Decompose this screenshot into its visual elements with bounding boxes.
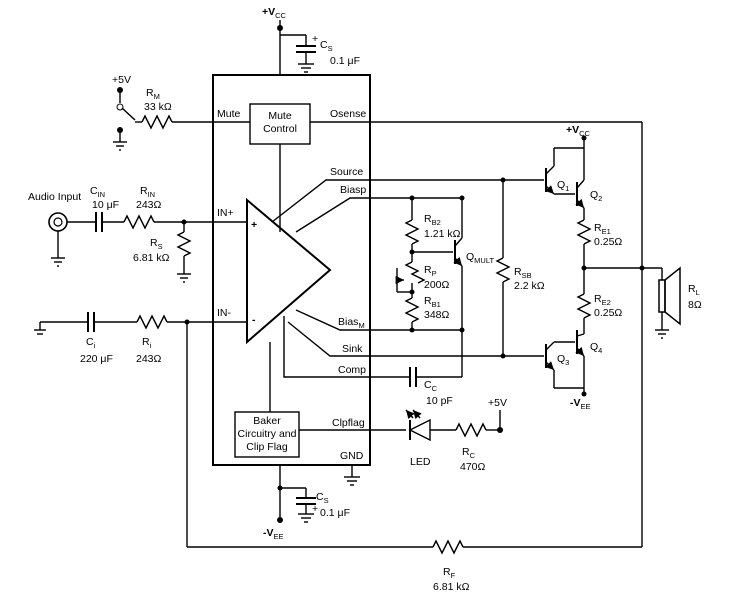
- rsb-label: RSB: [514, 266, 532, 280]
- rs-value: 6.81 kΩ: [133, 252, 170, 264]
- rb2-value: 1.21 kΩ: [424, 228, 461, 240]
- rin-label: RIN: [140, 185, 155, 199]
- pin-gnd: GND: [340, 450, 364, 462]
- led-symbol: [408, 418, 431, 442]
- cs-top-value: 0.1 μF: [330, 55, 360, 67]
- audio-input-label: Audio Input: [28, 191, 81, 203]
- baker-line2: Circuitry and: [238, 428, 297, 440]
- pin-in-plus: IN+: [217, 207, 234, 219]
- rc-label: RC: [462, 446, 476, 460]
- rin-value: 243Ω: [136, 199, 162, 211]
- cin-label: CIN: [90, 185, 105, 199]
- rb1-label: RB1: [424, 295, 441, 309]
- re1-label: RE1: [594, 222, 611, 236]
- rs-label: RS: [150, 237, 163, 251]
- ri-value: 243Ω: [136, 353, 162, 365]
- rc-value: 470Ω: [460, 461, 486, 473]
- pin-sink: Sink: [342, 343, 363, 355]
- pin-clpflag: Clpflag: [332, 417, 365, 429]
- cs-bot-label: CS: [316, 491, 329, 505]
- plus5v-mute: +5V: [112, 74, 131, 86]
- vee-bottom-label: -VEE: [263, 527, 284, 541]
- rl-label: RL: [688, 283, 700, 297]
- rm-label: RM: [146, 87, 160, 101]
- qmult-label: QMULT: [466, 251, 494, 265]
- speaker-body: [658, 279, 666, 313]
- opamp-triangle: [246, 197, 332, 345]
- rp-value: 200Ω: [424, 279, 450, 291]
- pin-comp: Comp: [338, 364, 366, 376]
- svg-text:+: +: [312, 33, 318, 45]
- ci-value: 220 μF: [80, 353, 113, 365]
- ri-label: Ri: [142, 336, 152, 350]
- baker-line1: Baker: [253, 415, 281, 427]
- q2-label: Q2: [590, 189, 602, 203]
- pin-source: Source: [330, 166, 363, 178]
- cs-bot-value: 0.1 μF: [320, 507, 350, 519]
- re1-value: 0.25Ω: [594, 236, 622, 248]
- rl-value: 8Ω: [688, 299, 702, 311]
- vee-out-label: -VEE: [570, 397, 591, 411]
- pin-mute: Mute: [217, 108, 241, 120]
- q4-label: Q4: [590, 341, 602, 355]
- cc-label: CC: [424, 379, 438, 393]
- pin-osense: Osense: [330, 108, 366, 120]
- opamp-minus: -: [252, 314, 256, 326]
- rm-value: 33 kΩ: [144, 101, 172, 113]
- baker-box: [234, 411, 300, 458]
- q3-label: Q3: [557, 353, 569, 367]
- audio-jack[interactable]: [48, 212, 68, 232]
- rf-value: 6.81 kΩ: [433, 581, 470, 593]
- plus5v-led: +5V: [488, 397, 507, 409]
- rb2-label: RB2: [424, 213, 441, 227]
- pin-bias-m: BiasM: [338, 316, 365, 330]
- speaker-cone: [664, 266, 681, 326]
- pin-biasp: Biasp: [340, 184, 366, 196]
- pin-in-minus: IN-: [217, 307, 232, 319]
- cin-value: 10 μF: [92, 199, 119, 211]
- svg-text:+: +: [312, 503, 318, 515]
- cc-value: 10 pF: [426, 395, 453, 407]
- cs-top-label: CS: [320, 39, 333, 53]
- q1-label: Q1: [557, 179, 569, 193]
- led-label: LED: [410, 456, 431, 468]
- re2-value: 0.25Ω: [594, 307, 622, 319]
- rp-label: RP: [424, 264, 437, 278]
- baker-line3: Clip Flag: [246, 441, 288, 453]
- vcc-top-label: +VCC: [262, 6, 287, 20]
- vcc-out-label: +VCC: [566, 124, 591, 138]
- mute-control-line1: Mute: [268, 110, 292, 122]
- rb1-value: 348Ω: [424, 309, 450, 321]
- rsb-value: 2.2 kΩ: [514, 280, 545, 292]
- rf-label: RF: [443, 566, 456, 580]
- opamp-plus: +: [251, 219, 257, 231]
- re2-label: RE2: [594, 293, 611, 307]
- ci-label: Ci: [86, 336, 96, 350]
- ic-outline: [212, 74, 371, 466]
- mute-control-line2: Control: [263, 123, 297, 135]
